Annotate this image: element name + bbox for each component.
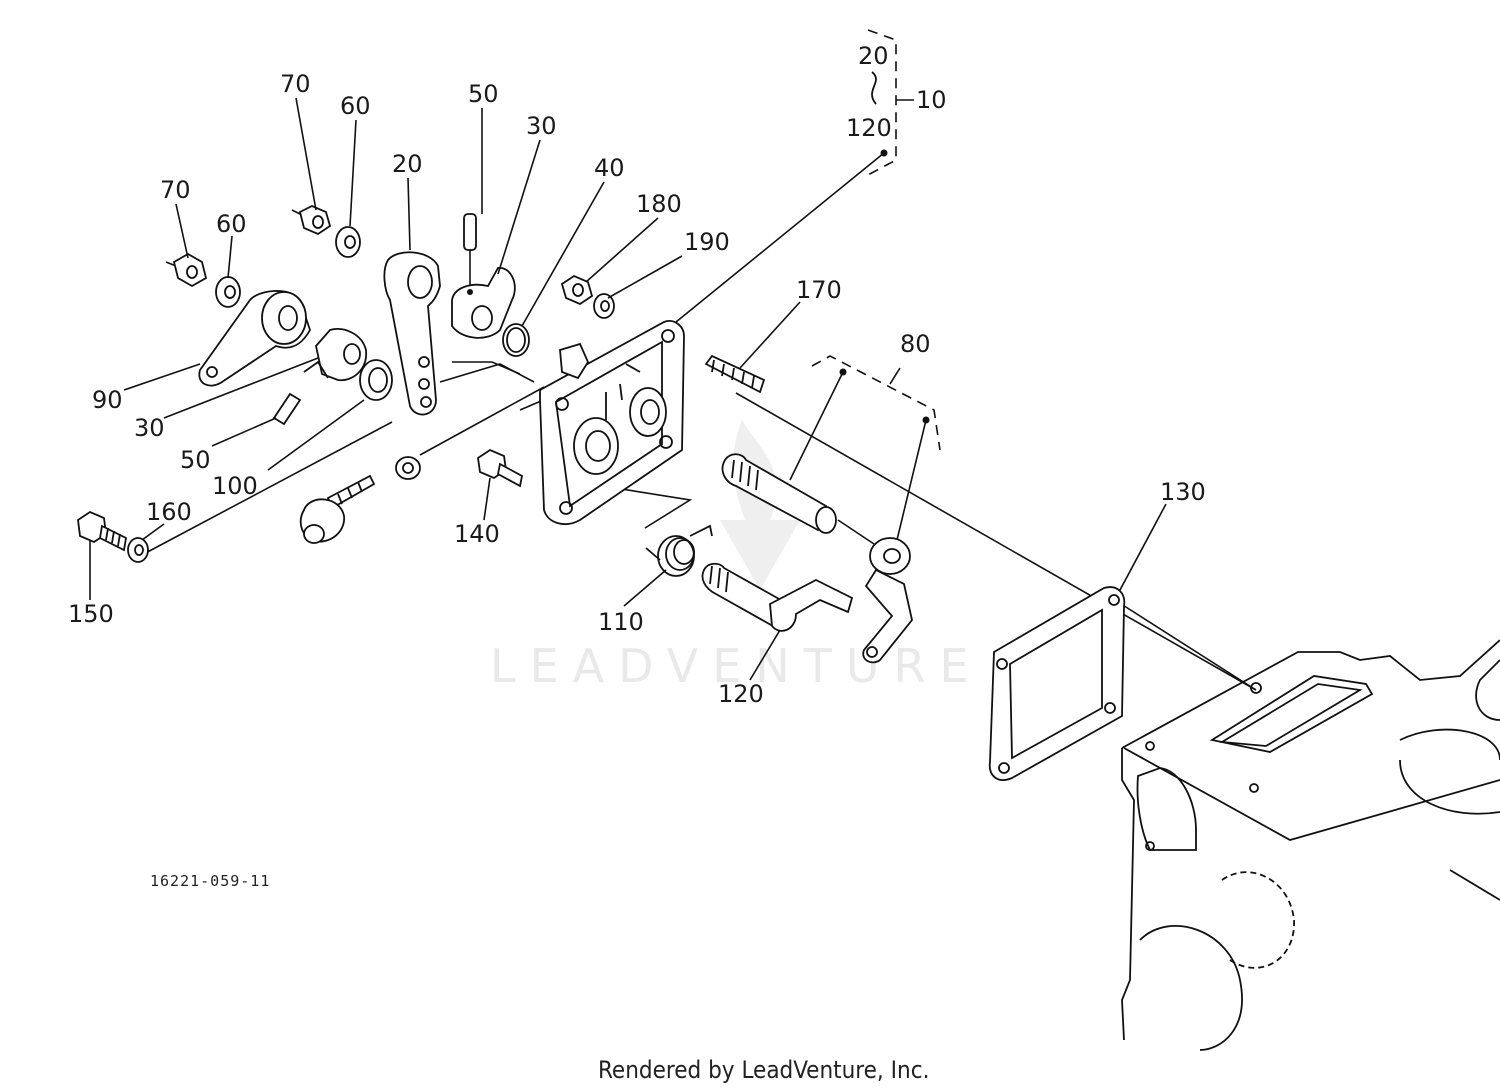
washer-60-upper	[335, 226, 361, 258]
nut-70-upper	[291, 205, 332, 236]
pin-50-lower	[272, 392, 302, 426]
callout-190: 190	[684, 228, 730, 256]
callout-150: 150	[68, 600, 114, 628]
shaft-120-lower	[701, 562, 854, 632]
housing-cover	[539, 320, 685, 525]
spring-110	[645, 524, 713, 577]
callout-100: 100	[212, 472, 258, 500]
lever-30-lower	[303, 328, 367, 382]
arm-20	[383, 251, 441, 416]
callout-30: 30	[134, 414, 165, 442]
callout-90: 90	[92, 386, 123, 414]
callout-50: 50	[180, 446, 211, 474]
drawing-number: 16221-059-11	[150, 872, 270, 890]
lever-80	[862, 537, 913, 664]
bolt-140	[477, 448, 524, 488]
seal-100	[359, 359, 393, 401]
footer-credit: Rendered by LeadVenture, Inc.	[598, 1056, 929, 1084]
callout-120: 120	[718, 680, 764, 708]
callout-labels: 20 10 120 70 60 50 30 20 40 180 190 170 …	[68, 42, 1206, 708]
washer-160	[127, 537, 149, 563]
callout-10: 10	[916, 86, 947, 114]
callout-80: 80	[900, 330, 931, 358]
callout-30: 30	[526, 112, 557, 140]
group-80-bracket	[789, 355, 941, 545]
engine-block	[1121, 639, 1500, 1051]
nut-70-left	[165, 252, 208, 288]
callout-50: 50	[468, 80, 499, 108]
oring-40	[502, 323, 530, 357]
callout-120: 120	[846, 114, 892, 142]
callout-70: 70	[160, 176, 191, 204]
callout-140: 140	[454, 520, 500, 548]
stud-170	[704, 354, 766, 394]
leader-lines	[89, 97, 1167, 681]
adjust-screw	[299, 456, 421, 544]
governor-shaft	[721, 453, 837, 534]
nut-180	[560, 274, 594, 306]
callout-60: 60	[216, 210, 247, 238]
lever-90	[198, 290, 311, 387]
callout-110: 110	[598, 608, 644, 636]
group-10-bracket	[865, 29, 914, 177]
callout-160: 160	[146, 498, 192, 526]
callout-60: 60	[340, 92, 371, 120]
callout-20: 20	[392, 150, 423, 178]
gasket-130	[988, 586, 1126, 781]
washer-190	[593, 293, 615, 319]
callout-130: 130	[1160, 478, 1206, 506]
callout-40: 40	[594, 154, 625, 182]
callout-170: 170	[796, 276, 842, 304]
cam-30-upper	[451, 267, 516, 339]
callout-20: 20	[858, 42, 889, 70]
pin-50-upper	[463, 213, 477, 292]
washer-60-left	[215, 276, 241, 308]
bolt-150	[77, 510, 127, 552]
callout-70: 70	[280, 70, 311, 98]
callout-180: 180	[636, 190, 682, 218]
